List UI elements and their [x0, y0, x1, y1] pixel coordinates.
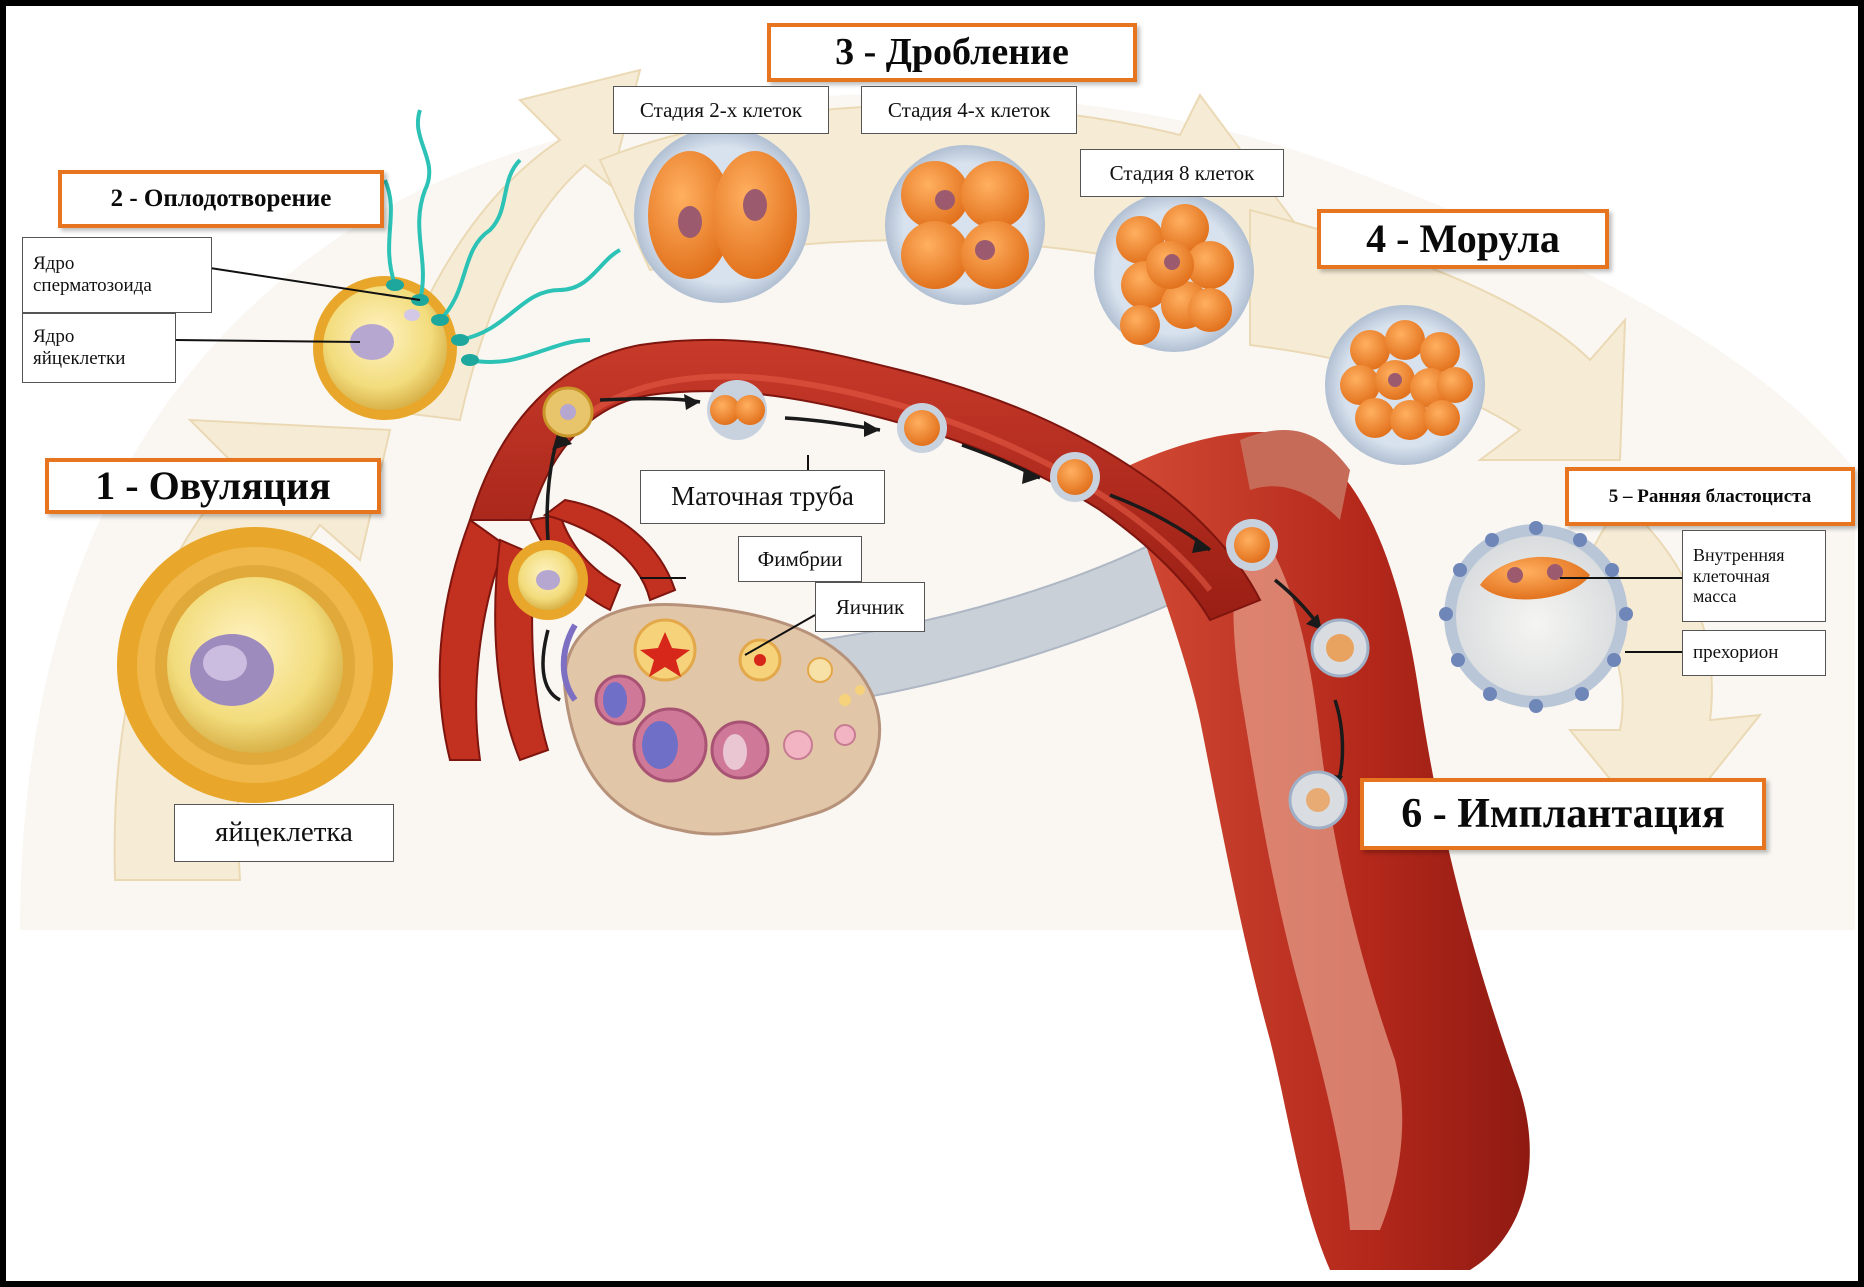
large-egg — [117, 527, 393, 803]
label-fallopian-tube: Маточная труба — [640, 470, 885, 524]
label-sperm-nucleus: Ядро сперматозоида — [22, 237, 212, 313]
label-egg: яйцеклетка — [174, 804, 394, 862]
two-cell-embryo — [634, 127, 810, 303]
label-eight-cell-stage: Стадия 8 клеток — [1080, 149, 1284, 197]
label-ovary: Яичник — [815, 582, 925, 632]
stage-title-morula: 4 - Морула — [1317, 209, 1609, 269]
blastocyst-embryo — [1444, 524, 1628, 708]
stage-title-blastocyst: 5 – Ранняя бластоциста — [1565, 467, 1855, 526]
eight-cell-embryo — [1094, 192, 1254, 352]
label-inner-cell-mass: Внутренняя клеточная масса — [1682, 530, 1826, 622]
label-two-cell-stage: Стадия 2-х клеток — [613, 86, 829, 134]
label-prechorion: прехорион — [1682, 630, 1826, 676]
ovulated-egg — [508, 540, 588, 620]
stage-title-cleavage: 3 - Дробление — [767, 23, 1137, 82]
stage-title-fertilization: 2 - Оплодотворение — [58, 170, 384, 228]
four-cell-embryo — [885, 145, 1045, 305]
fertilization-egg — [313, 276, 457, 420]
label-egg-nucleus: Ядро яйцеклетки — [22, 313, 176, 383]
morula-embryo — [1325, 305, 1485, 465]
stage-title-implantation: 6 - Имплантация — [1360, 778, 1766, 850]
label-four-cell-stage: Стадия 4-х клеток — [861, 86, 1077, 134]
label-fimbriae: Фимбрии — [738, 536, 862, 582]
stage-title-ovulation: 1 - Овуляция — [45, 458, 381, 514]
